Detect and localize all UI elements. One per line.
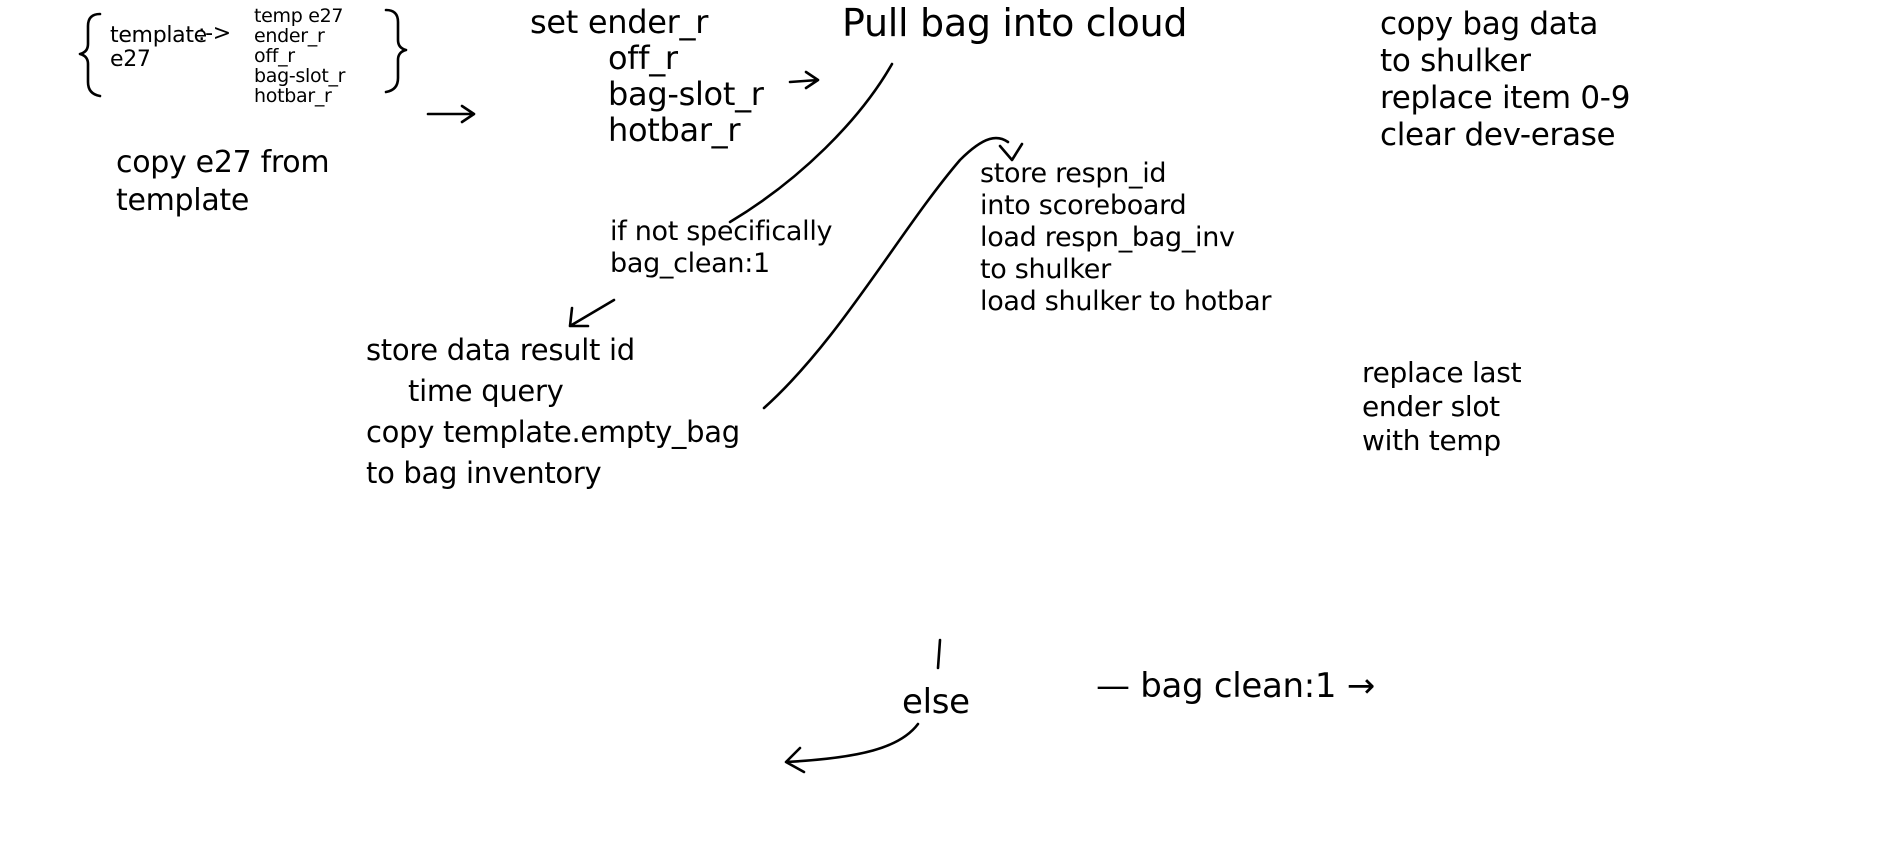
right-brace — [384, 8, 408, 94]
note-pull-title: Pull bag into cloud — [842, 1, 1188, 45]
note-line: copy e27 from — [116, 145, 330, 180]
note-line: load shulker to hotbar — [980, 286, 1272, 317]
arrow-into-respawn — [998, 142, 1024, 162]
note-line: load respn_bag_inv — [980, 222, 1235, 253]
note-line: store respn_id — [980, 158, 1167, 189]
arrow-condition-to-store — [568, 298, 616, 328]
tick-above-else — [936, 638, 942, 670]
connector-store-to-respawn — [762, 136, 1010, 410]
note-line: to shulker — [980, 254, 1111, 285]
note-store-block: store data result id time query copy tem… — [366, 330, 740, 494]
note-line: ender slot — [1362, 390, 1500, 423]
note-line: template — [116, 183, 250, 218]
arrow-else — [784, 722, 920, 774]
note-line: store data result id — [366, 333, 635, 367]
note-condition: if not specifically bag_clean:1 — [610, 216, 833, 280]
note-line: into scoreboard — [980, 190, 1187, 221]
arrow-bracket-to-set — [426, 104, 476, 124]
note-respawn-block: store respn_id into scoreboard load resp… — [980, 158, 1271, 318]
bracket-right-item: ender_r — [254, 25, 325, 47]
left-brace — [78, 12, 102, 98]
bracket-left-item: e27 — [110, 47, 151, 72]
bracket-right-item: off_r — [254, 45, 295, 67]
bracket-left-item: template — [110, 23, 207, 48]
note-copy-e27: copy e27 from template — [116, 144, 330, 220]
note-line: with temp — [1362, 424, 1501, 457]
bracket-right-item: bag-slot_r — [254, 65, 346, 87]
note-line: set ender_r — [530, 3, 709, 41]
note-copy-bag-block: copy bag data to shulker replace item 0-… — [1380, 6, 1630, 154]
note-line: copy template.empty_bag — [366, 415, 740, 449]
note-line: clear dev-erase — [1380, 117, 1616, 153]
note-line: if not specifically — [610, 216, 833, 247]
note-line: copy bag data — [1380, 6, 1599, 42]
note-bag-clean: — bag clean:1 → — [1096, 666, 1375, 706]
note-line: time query — [408, 374, 564, 408]
note-replace-block: replace last ender slot with temp — [1362, 356, 1522, 458]
note-line: bag_clean:1 — [610, 248, 770, 279]
note-line: replace item 0-9 — [1380, 80, 1631, 116]
note-line: bag-slot_r — [608, 75, 764, 113]
bracket-right-item: temp e27 — [254, 5, 344, 27]
bracket-right-item: hotbar_r — [254, 85, 332, 107]
note-set-block: set ender_r off_r bag-slot_r hotbar_r — [530, 4, 764, 148]
bracket-left-list: template e27 — [110, 24, 207, 72]
note-line: hotbar_r — [608, 111, 741, 149]
note-line: to shulker — [1380, 43, 1531, 79]
connector-pull-to-condition — [728, 62, 894, 224]
note-line: replace last — [1362, 356, 1522, 389]
bracket-arrow: :-> — [198, 21, 231, 46]
note-else: else — [902, 682, 970, 722]
note-line: to bag inventory — [366, 456, 602, 490]
arrow-bag-slot — [788, 70, 820, 90]
bracket-right-list: temp e27 ender_r off_r bag-slot_r hotbar… — [254, 6, 345, 106]
note-line: off_r — [608, 39, 678, 77]
